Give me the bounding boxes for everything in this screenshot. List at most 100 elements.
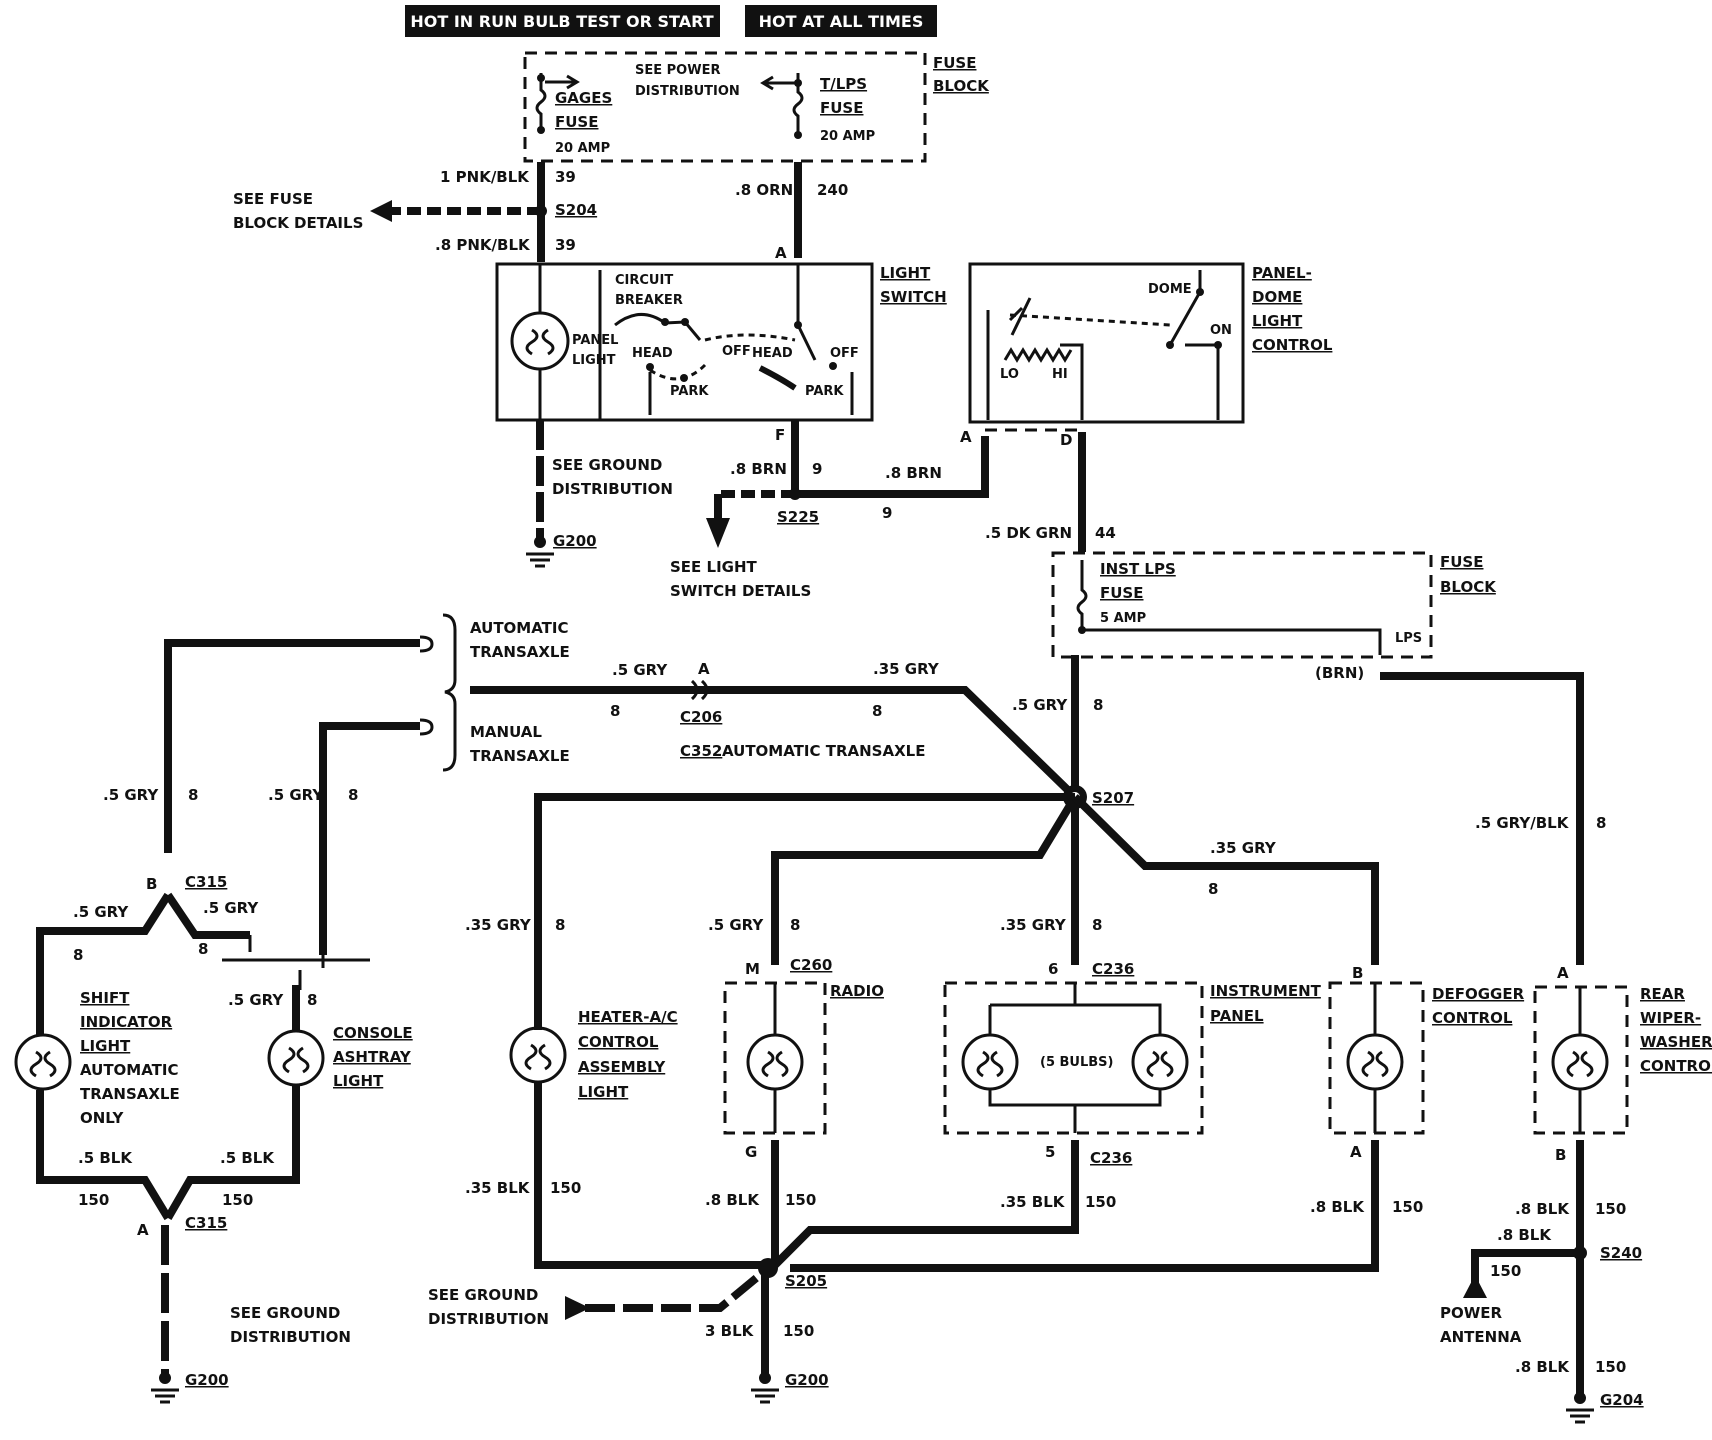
rear-grybk: .5 GRY/BLK: [1475, 814, 1570, 832]
inst-fuse-label-2: FUSE: [1100, 584, 1143, 602]
wire-s207-heater: [534, 793, 1075, 1030]
console-name-2: ASHTRAY: [333, 1048, 412, 1066]
defogger-lamp: [1346, 1033, 1404, 1091]
left-c150-b: 150: [222, 1191, 253, 1209]
left-c8-e: 8: [307, 991, 317, 1009]
rear-wiper-lamp: [1551, 1033, 1609, 1091]
dome-control-title: PANEL-: [1252, 264, 1312, 282]
heater-blk: .35 BLK: [465, 1179, 531, 1197]
splice-s207-label: S207: [1092, 789, 1134, 807]
s205-c150: 150: [783, 1322, 814, 1340]
inst-fuse-label: INST LPS: [1100, 560, 1176, 578]
wire-see-ground-s205: [585, 1271, 763, 1312]
defogger-c8: 8: [1208, 880, 1218, 898]
dome-dot-1: [1196, 288, 1204, 296]
switch-head-b: HEAD: [752, 346, 793, 361]
dome-pin-d: D: [1060, 431, 1072, 449]
radio-name: RADIO: [830, 982, 884, 1000]
fuse-block-top-outline: [523, 51, 927, 163]
inst-fuse-symbol: [1076, 560, 1382, 655]
switch-head-bar: [758, 365, 797, 391]
c206-c8a: 8: [610, 702, 620, 720]
wire-8-auto: [164, 639, 420, 853]
rear-blk-a: .8 BLK: [1515, 1200, 1570, 1218]
switch-off-b: OFF: [830, 346, 859, 361]
light-switch-title: LIGHT: [880, 264, 931, 282]
g200-left-label: G200: [185, 1371, 229, 1389]
antenna-name-2: ANTENNA: [1440, 1328, 1522, 1346]
c315-bot-label: C315: [185, 1214, 227, 1232]
inst-fuse-amp: 5 AMP: [1100, 611, 1146, 626]
heater-name: HEATER-A/C: [578, 1008, 678, 1026]
heater-name-3: ASSEMBLY: [578, 1058, 666, 1076]
switch-left-dot-3: [646, 363, 654, 371]
heater-c8: 8: [555, 916, 565, 934]
see-light-arrow: [706, 518, 730, 548]
transaxle-bracket: [442, 613, 457, 772]
gages-fuse-dot-top: [537, 74, 545, 82]
light-switch-cb-2: BREAKER: [615, 293, 683, 308]
instrument-lamp-right: [1131, 1033, 1189, 1091]
switch-off-a: OFF: [722, 344, 751, 359]
switch-head-a: HEAD: [632, 346, 673, 361]
see-power-label: SEE POWER: [635, 63, 720, 78]
left-c8-b: 8: [348, 786, 358, 804]
heater-lamp: [509, 1026, 567, 1084]
defogger-name: DEFOGGER: [1432, 985, 1525, 1003]
ground-g200-top-dot: [534, 536, 546, 548]
defogger-gry35: .35 GRY: [1210, 839, 1277, 857]
tlps-fuse-amp: 20 AMP: [820, 129, 875, 144]
rear-c150-c: 150: [1595, 1358, 1626, 1376]
g200-top-label: G200: [553, 532, 597, 550]
left-gry5-c: .5 GRY: [73, 903, 129, 921]
wire-9-to-dome: [795, 436, 989, 498]
defogger-name-2: CONTROL: [1432, 1009, 1513, 1027]
inst-fuse-block-outline: [1051, 551, 1433, 659]
heater-name-4: LIGHT: [578, 1083, 629, 1101]
splice-s240-label: S240: [1600, 1244, 1642, 1262]
rear-c150-a: 150: [1595, 1200, 1626, 1218]
wire-39b-label: .8 PNK/BLK: [435, 236, 531, 254]
left-c8-c: 8: [73, 946, 83, 964]
wire-s240-antenna: [1471, 1249, 1580, 1285]
trunk-c8: 8: [1093, 696, 1103, 714]
left-see-ground-2: DISTRIBUTION: [230, 1328, 351, 1346]
left-c8-a: 8: [188, 786, 198, 804]
instrument-c8: 8: [1092, 916, 1102, 934]
dome-switch-dashed: [1009, 313, 1171, 327]
tlps-fuse-dot-top: [794, 79, 802, 87]
defogger-pin-b: B: [1352, 964, 1363, 982]
hot-all-header: HOT AT ALL TIMES: [759, 12, 924, 31]
light-switch-box: [495, 262, 874, 422]
dome-control-box: [968, 262, 1245, 424]
left-c150-a: 150: [78, 1191, 109, 1209]
left-connector-bar: [222, 935, 370, 990]
instrument-c236-top: C236: [1092, 960, 1134, 978]
left-blk5-b: .5 BLK: [220, 1149, 275, 1167]
switch-park-b: PARK: [805, 384, 844, 399]
see-power-label-2: DISTRIBUTION: [635, 84, 740, 99]
shift-name-6: ONLY: [80, 1109, 125, 1127]
splice-s225: [789, 488, 801, 500]
defogger-pin-a: A: [1350, 1143, 1362, 1161]
instrument-pin-5: 5: [1045, 1143, 1055, 1161]
splice-s225-label: S225: [777, 508, 819, 526]
left-gry5-a: .5 GRY: [103, 786, 159, 804]
inst-fuse-dot: [1078, 626, 1086, 634]
manual-transaxle-label-2: TRANSAXLE: [470, 747, 570, 765]
s205-see-ground: SEE GROUND: [428, 1286, 538, 1304]
instrument-bulbs: (5 BULBS): [1040, 1055, 1113, 1070]
see-ground-arrow: [565, 1296, 590, 1320]
fuse-block-top-title-2: BLOCK: [933, 77, 990, 95]
wire-39-label: 1 PNK/BLK: [440, 168, 530, 186]
ground-symbol-g204: [1566, 1408, 1594, 1424]
switch-right-dot-1: [794, 321, 802, 329]
wire-240-label: .8 ORN: [735, 181, 793, 199]
dome-control-title-3: LIGHT: [1252, 312, 1303, 330]
dome-pin-a: A: [960, 428, 972, 446]
light-switch-pin-a: A: [775, 244, 787, 262]
hot-all-header-bg: [745, 5, 937, 37]
rear-blk-c: .8 BLK: [1515, 1358, 1570, 1376]
left-gry5-b: .5 GRY: [268, 786, 324, 804]
on-label: ON: [1210, 323, 1232, 338]
